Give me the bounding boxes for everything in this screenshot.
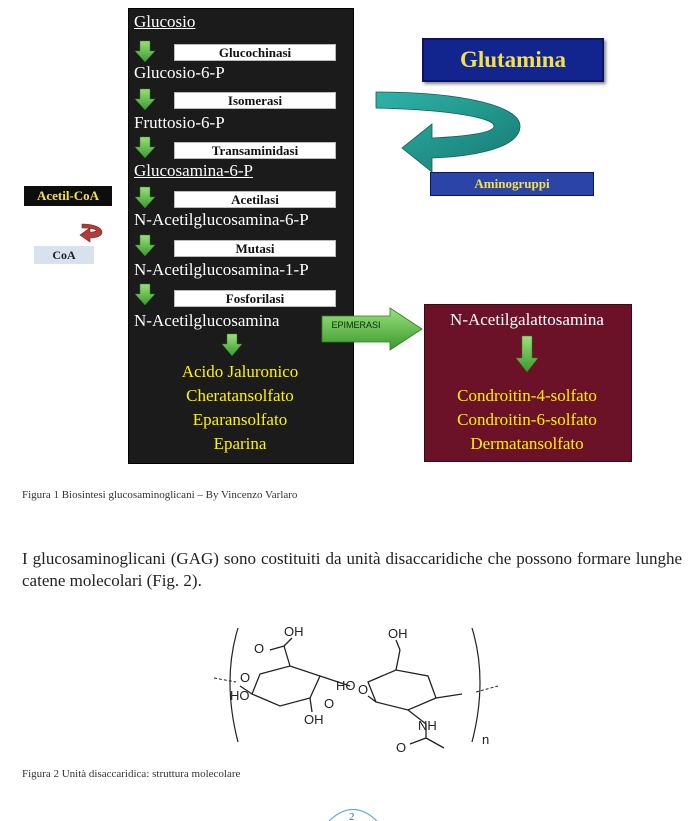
figure1-caption: Figura 1 Biosintesi glucosaminoglicani –… xyxy=(22,489,298,501)
curved-arrow-icon xyxy=(79,223,103,243)
glutamina-box: Glutamina xyxy=(422,38,604,82)
pathway-arrows xyxy=(134,40,156,306)
mol-label: HO xyxy=(336,678,356,693)
step-n-acetilglucosamina-1-p: N-Acetilglucosamina-1-P xyxy=(134,260,309,279)
mol-label: O xyxy=(240,670,250,685)
galattosamina-box xyxy=(424,304,632,462)
mol-label: OH xyxy=(388,626,408,641)
mol-label: OH xyxy=(304,712,324,727)
product-acido-jaluronico: Acido Jaluronico xyxy=(181,362,299,381)
mol-label: n xyxy=(482,732,489,747)
product-eparina: Eparina xyxy=(213,434,267,453)
step-n-acetilglucosamina: N-Acetilglucosamina xyxy=(134,311,280,330)
epimerasi-label: EPIMERASI xyxy=(331,320,381,330)
product-cheratansolfato: Cheratansolfato xyxy=(186,386,294,405)
coa-box: CoA xyxy=(34,246,94,264)
epimerasi-arrow xyxy=(321,307,423,351)
curved-arrow-icon xyxy=(375,91,521,173)
left-bracket xyxy=(229,627,239,743)
step-glucosio-6-p: Glucosio-6-P xyxy=(134,63,225,82)
page-number: 2 xyxy=(349,811,355,821)
enzyme-isomerasi: Isomerasi xyxy=(174,92,336,109)
enzyme-transaminidasi: Transaminidasi xyxy=(174,142,336,159)
product-condroitin-4-solfato: Condroitin-4-solfato xyxy=(457,386,597,405)
down-arrow-icon xyxy=(134,88,156,111)
down-arrow-icon xyxy=(221,333,243,357)
down-arrow-icon xyxy=(134,136,156,159)
mol-label: HO xyxy=(230,688,250,703)
step-glucosamina-6-p: Glucosamina-6-P xyxy=(134,161,253,180)
step-glucosio: Glucosio xyxy=(134,12,196,31)
step-fruttosio-6-p: Fruttosio-6-P xyxy=(134,113,225,132)
product-dermatansolfato: Dermatansolfato xyxy=(470,434,584,453)
page-number-badge: 2 xyxy=(328,808,378,821)
aminogruppi-box: Aminogruppi xyxy=(430,172,594,196)
disaccharide-structure: OH O O HO OH HO OH O NH O O n xyxy=(213,624,499,755)
enzyme-glucochinasi: Glucochinasi xyxy=(174,44,336,61)
mol-label: OH xyxy=(284,624,304,639)
acetil-coa-box: Acetil-CoA xyxy=(24,186,112,206)
mol-label: O xyxy=(396,740,406,755)
down-arrow-icon xyxy=(134,40,156,63)
mol-label: NH xyxy=(418,718,437,733)
mol-label: O xyxy=(324,696,334,711)
down-arrow-icon xyxy=(134,283,156,306)
product-eparansolfato: Eparansolfato xyxy=(192,410,288,429)
right-bracket xyxy=(471,627,481,743)
pathway-panel xyxy=(128,8,354,464)
mol-label: O xyxy=(254,641,264,656)
enzyme-acetilasi: Acetilasi xyxy=(174,191,336,208)
enzyme-mutasi: Mutasi xyxy=(174,240,336,257)
down-arrow-icon xyxy=(134,186,156,209)
enzyme-fosforilasi: Fosforilasi xyxy=(174,290,336,307)
body-paragraph: I glucosaminoglicani (GAG) sono costitui… xyxy=(22,549,682,590)
step-n-acetilglucosamina-6-p: N-Acetilglucosamina-6-P xyxy=(134,210,309,229)
product-condroitin-6-solfato: Condroitin-6-solfato xyxy=(457,410,597,429)
galattosamina-title: N-Acetilgalattosamina xyxy=(450,310,604,329)
down-arrow-icon xyxy=(515,335,539,373)
down-arrow-icon xyxy=(134,234,156,257)
mol-label: O xyxy=(358,682,368,697)
figure2-caption: Figura 2 Unità disaccaridica: struttura … xyxy=(22,768,241,780)
